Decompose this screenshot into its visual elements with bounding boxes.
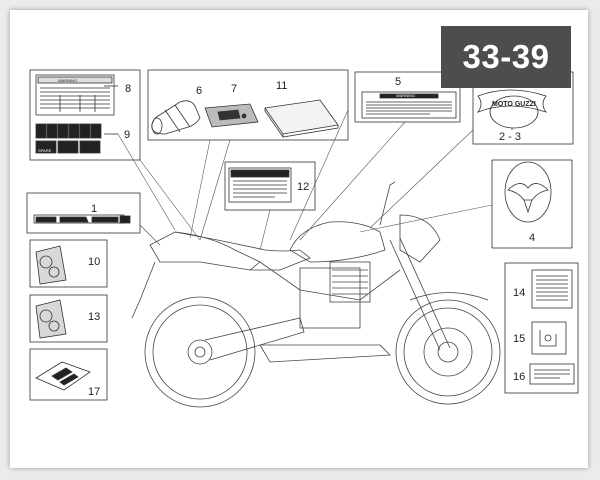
spare-tag-text: SPARE: [38, 148, 52, 153]
callout-9: 9: [124, 129, 130, 141]
callout-5: 5: [395, 76, 401, 88]
box-kit-17: [29, 348, 108, 401]
callout-11: 11: [276, 80, 287, 92]
callout-13: 13: [88, 311, 100, 323]
box-breva-1: [26, 192, 141, 234]
info-label-12: [228, 167, 292, 203]
callout-7: 7: [231, 83, 237, 95]
leader-lines: [117, 109, 493, 251]
owner-manual-11: [264, 99, 339, 138]
sticker-17: [35, 361, 91, 391]
box-kit-13: [29, 294, 108, 343]
warning-sticker-title: WARNING: [58, 78, 77, 83]
box-warning-5: [354, 71, 461, 123]
callout-6: 6: [196, 85, 202, 97]
label-set-14-16: [529, 269, 575, 385]
spare-tags-9: [35, 123, 102, 154]
tool-kit-7: [204, 103, 259, 128]
warning-plate-5: [361, 91, 457, 119]
callout-17: 17: [88, 386, 100, 398]
eagle-emblem-4: [504, 161, 552, 223]
tool-pouch-6: [151, 100, 201, 135]
box-items-6-7-11: [147, 69, 349, 141]
breva-logo-1: [33, 214, 131, 224]
callout-14: 14: [513, 287, 525, 299]
callout-16: 16: [513, 371, 525, 383]
box-kit-10: [29, 239, 108, 288]
box-labels-8-9: [29, 69, 141, 161]
motorcycle-illustration: [131, 181, 501, 408]
callout-2-3: 2 - 3: [499, 131, 521, 143]
warning-sticker-8: [35, 74, 115, 116]
callout-10: 10: [88, 256, 100, 268]
callout-1: 1: [91, 203, 97, 215]
moto-guzzi-logo-2-3: [476, 89, 548, 129]
warning-plate-title: WARNING: [396, 93, 415, 98]
kit-bag-13: [35, 299, 67, 339]
callout-4: 4: [529, 232, 535, 244]
callout-12: 12: [297, 181, 309, 193]
box-eagle-4: [491, 159, 573, 249]
page-reference-badge: 33-39: [441, 26, 571, 88]
callout-8: 8: [125, 83, 131, 95]
logo-lettering: MOTO GUZZI: [492, 101, 536, 108]
callout-15: 15: [513, 333, 525, 345]
box-labels-14-16: [504, 262, 579, 394]
kit-bag-10: [35, 245, 67, 285]
